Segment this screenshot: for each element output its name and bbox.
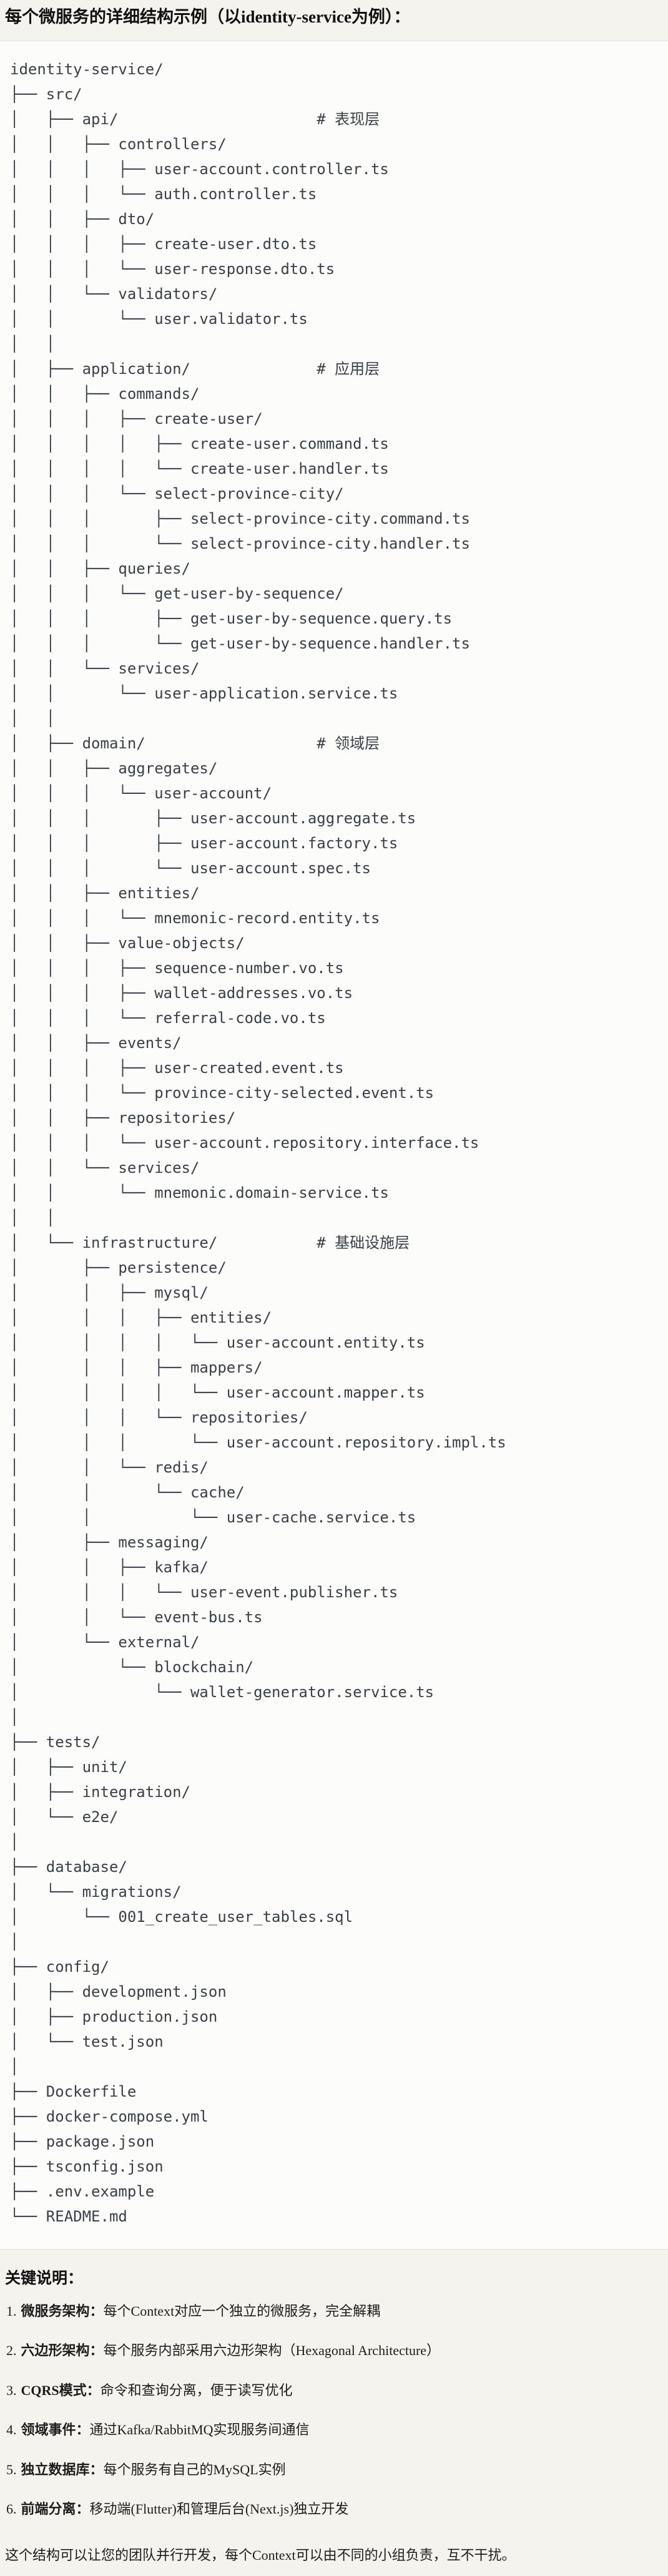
note-description: 每个服务有自己的MySQL实例 [103, 2461, 286, 2477]
closing-paragraph: 这个结构可以让您的团队并行开发，每个Context可以由不同的小组负责，互不干扰… [5, 2547, 516, 2564]
key-notes-section: 关键说明： 1.微服务架构：每个Context对应一个独立的微服务，完全解耦 2… [0, 2250, 668, 2565]
key-note-item: 2.六边形架构：每个服务内部采用六边形架构（Hexagonal Architec… [6, 2341, 661, 2360]
note-description: 移动端(Flutter)和管理后台(Next.js)独立开发 [89, 2500, 349, 2517]
key-notes-heading: 关键说明： [5, 2270, 84, 2288]
note-term: 六边形架构： [21, 2343, 104, 2359]
note-number: 6. [6, 2500, 17, 2517]
note-term: 独立数据库： [21, 2461, 104, 2477]
note-number: 3. [6, 2382, 17, 2398]
key-note-item: 4.领域事件：通过Kafka/RabbitMQ实现服务间通信 [6, 2421, 661, 2439]
note-term: 领域事件： [21, 2422, 90, 2438]
key-note-item: 1.微服务架构：每个Context对应一个独立的微服务，完全解耦 [6, 2302, 661, 2321]
page-title: 每个微服务的详细结构示例（以identity-service为例）： [5, 7, 411, 26]
note-number: 5. [6, 2461, 17, 2477]
note-number: 4. [6, 2422, 17, 2438]
note-description: 每个Context对应一个独立的微服务，完全解耦 [103, 2303, 381, 2319]
note-description: 命令和查询分离，便于读写优化 [100, 2382, 293, 2398]
note-description: 每个服务内部采用六边形架构（Hexagonal Architecture） [103, 2343, 441, 2359]
note-term: 微服务架构： [21, 2303, 104, 2319]
key-notes-list: 1.微服务架构：每个Context对应一个独立的微服务，完全解耦 2.六边形架构… [5, 2302, 661, 2519]
note-number: 1. [6, 2303, 17, 2319]
note-term: CQRS模式： [21, 2382, 101, 2398]
key-note-item: 5.独立数据库：每个服务有自己的MySQL实例 [6, 2461, 661, 2479]
directory-tree-code-block: identity-service/ ├── src/ │ ├── api/ # … [0, 41, 668, 2250]
note-number: 2. [6, 2343, 17, 2359]
note-description: 通过Kafka/RabbitMQ实现服务间通信 [89, 2422, 310, 2438]
directory-tree-text: identity-service/ ├── src/ │ ├── api/ # … [10, 61, 506, 2226]
key-note-item: 3.CQRS模式：命令和查询分离，便于读写优化 [6, 2381, 661, 2400]
note-term: 前端分离： [21, 2500, 90, 2517]
document-page: 每个微服务的详细结构示例（以identity-service为例）： ident… [0, 6, 668, 2565]
key-note-item: 6.前端分离：移动端(Flutter)和管理后台(Next.js)独立开发 [6, 2500, 661, 2519]
